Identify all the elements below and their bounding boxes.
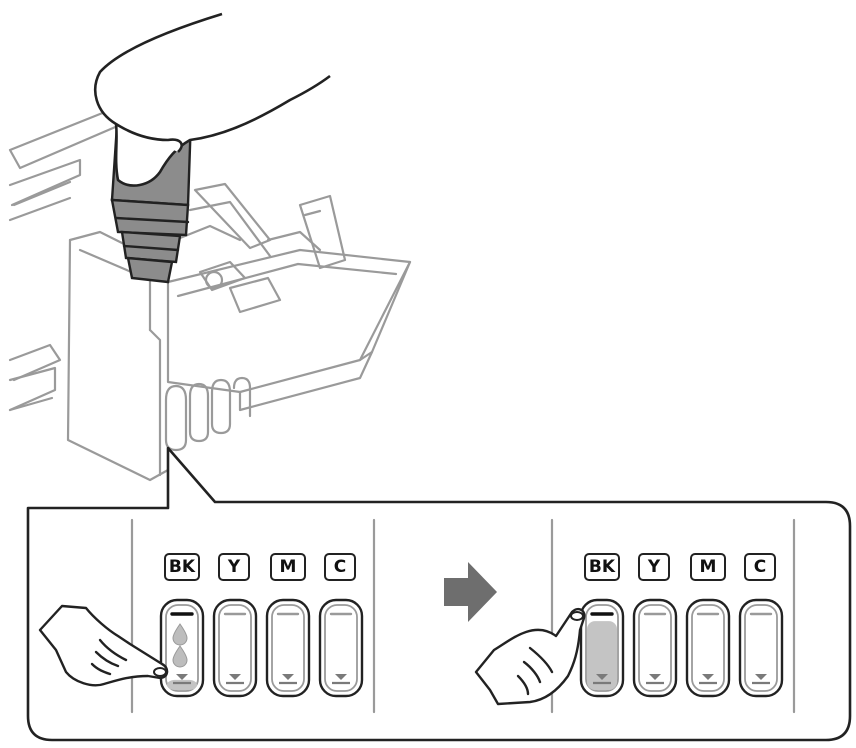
lower-line-marker bbox=[755, 674, 767, 680]
tank-window-inner bbox=[585, 604, 619, 692]
lower-line-marker bbox=[335, 674, 347, 680]
tank-label-c: C bbox=[334, 557, 346, 577]
tank-window-inner bbox=[691, 604, 725, 692]
hand-holding-ink-bottle-icon bbox=[93, 12, 331, 284]
before-panel: BK Y M C bbox=[38, 518, 376, 714]
tank-window-inner bbox=[165, 604, 199, 692]
lower-line-marker bbox=[176, 674, 188, 680]
ink-level-fill bbox=[167, 679, 197, 690]
callout-frame bbox=[26, 446, 852, 742]
pointing-hand-icon bbox=[38, 604, 169, 687]
tank-label-c: C bbox=[754, 557, 766, 577]
tank-window-inner bbox=[218, 604, 252, 692]
pointing-hand-icon bbox=[474, 607, 586, 706]
tank-label-y: Y bbox=[227, 557, 241, 577]
tank-window-c bbox=[318, 598, 364, 698]
tank-window-bk bbox=[159, 598, 205, 698]
tank-window-y bbox=[632, 598, 678, 698]
lower-line-marker bbox=[282, 674, 294, 680]
lower-line-marker bbox=[596, 674, 608, 680]
tank-label-bk: BK bbox=[589, 557, 616, 577]
tank-window-inner bbox=[271, 604, 305, 692]
after-panel: BK Y M C bbox=[474, 518, 796, 714]
tank-label-y: Y bbox=[647, 557, 661, 577]
lower-line-marker bbox=[702, 674, 714, 680]
tank-label-m: M bbox=[280, 557, 297, 577]
tank-labels-after: BK Y M C bbox=[584, 553, 776, 581]
tank-window-inner bbox=[324, 604, 358, 692]
lower-line-marker bbox=[229, 674, 241, 680]
tank-window-inner bbox=[744, 604, 778, 692]
lower-line-marker bbox=[649, 674, 661, 680]
tank-window-c bbox=[738, 598, 784, 698]
tank-labels-before: BK Y M C bbox=[164, 553, 356, 581]
tank-window-inner bbox=[638, 604, 672, 692]
tank-windows-before bbox=[159, 598, 364, 698]
tank-window-m bbox=[685, 598, 731, 698]
tank-window-m bbox=[265, 598, 311, 698]
ink-drop-icon bbox=[172, 623, 188, 668]
tank-label-m: M bbox=[700, 557, 717, 577]
tank-label-bk: BK bbox=[169, 557, 196, 577]
ink-level-fill bbox=[587, 621, 617, 690]
printer-illustration bbox=[8, 108, 412, 482]
tank-window-y bbox=[212, 598, 258, 698]
right-arrow-icon bbox=[444, 562, 497, 622]
tank-windows-after bbox=[579, 598, 784, 698]
